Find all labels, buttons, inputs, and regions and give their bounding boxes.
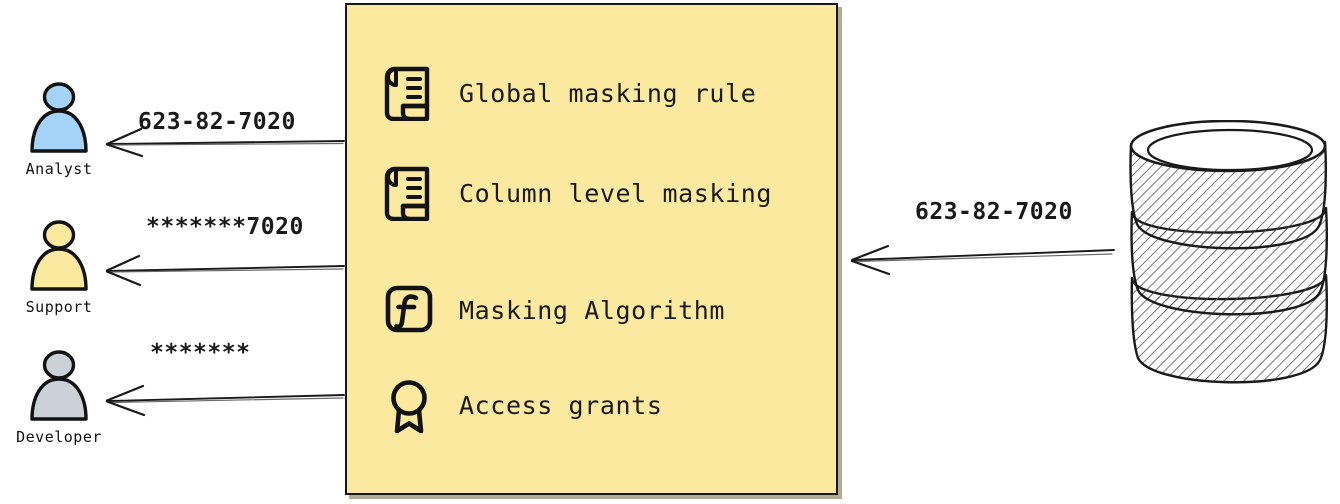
arrow-label-analyst: 623-82-7020 (138, 109, 296, 135)
policy-label: Global masking rule (459, 78, 757, 108)
arrow-label-database: 623-82-7020 (915, 199, 1073, 225)
actor-label: Analyst (25, 160, 93, 178)
scroll-icon (384, 66, 430, 121)
arrow-label-developer: ******* (150, 340, 251, 366)
policy-row[interactable]: Access grants (383, 377, 662, 433)
award-icon (391, 380, 427, 433)
scroll-icon (384, 166, 430, 221)
arrow-to-analyst (95, 110, 345, 160)
function-icon (385, 285, 433, 333)
person-icon (30, 220, 88, 291)
policy-label: Column level masking (459, 178, 773, 208)
arrow-line-icon (105, 384, 345, 417)
arrow-line-icon (850, 244, 1115, 276)
masking-policy-panel: Global masking rule Column level masking… (345, 3, 838, 495)
arrow-label-support: *******7020 (146, 214, 304, 240)
policy-label: Access grants (459, 390, 663, 420)
arrow-line-icon (105, 127, 345, 158)
actor-developer: Developer (0, 348, 118, 446)
actor-label: Developer (16, 428, 102, 446)
person-icon (30, 350, 88, 421)
policy-row[interactable]: Global masking rule (383, 65, 756, 121)
database-icon (1129, 120, 1328, 384)
actor-support: Support (0, 218, 118, 316)
arrow-line-icon (105, 254, 345, 287)
arrow-from-database (840, 238, 1115, 278)
person-icon (30, 82, 88, 153)
policy-row[interactable]: Masking Algorithm (383, 282, 725, 338)
policy-label: Masking Algorithm (459, 295, 726, 325)
actor-analyst: Analyst (0, 80, 118, 178)
arrow-to-developer (95, 370, 345, 420)
policy-row[interactable]: Column level masking (383, 165, 772, 221)
arrow-to-support (95, 240, 345, 290)
actor-label: Support (25, 298, 93, 316)
